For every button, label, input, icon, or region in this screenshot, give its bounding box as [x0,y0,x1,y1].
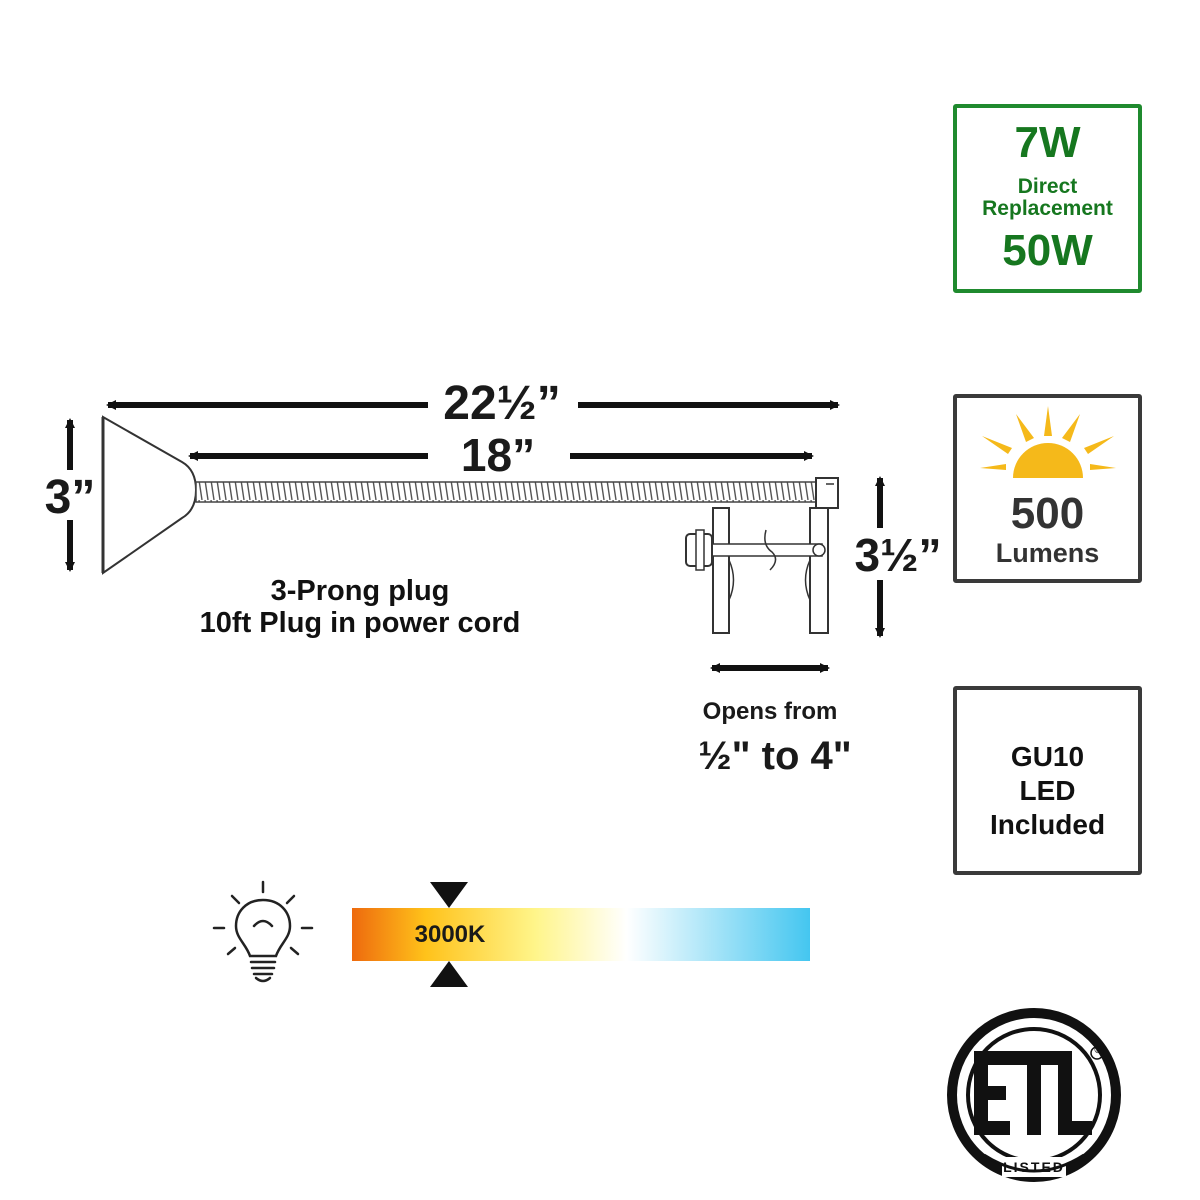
etl-registered-mark: ® [1094,1045,1102,1056]
shade-height-label: 3” [44,471,96,524]
lumens-box: 500 Lumens [953,394,1142,583]
light-bulb-icon [212,880,314,983]
color-temperature-bar [352,908,810,961]
plug-note: 3-Prong plug 10ft Plug in power cord [150,575,570,639]
clamp-head [815,477,839,509]
color-temperature-label: 3000K [414,921,486,948]
gooseneck-length-label: 18” [460,429,536,481]
etl-listed-logo [947,1008,1121,1182]
plug-note-line1: 3-Prong plug [270,575,450,607]
clamp-height-label: 3½” [854,529,942,581]
clamp-jaw-left [712,507,730,634]
wattage-replacement: Replacement [982,197,1113,220]
clamp-jaw-right [809,507,829,634]
plug-note-line2: 10ft Plug in power cord [199,607,521,639]
lumens-value: 500 [1010,489,1085,538]
overall-length-label: 22½” [443,377,561,430]
sun-icon [980,406,1116,478]
bulb-type: GU10 [1010,741,1085,772]
bulb-led: LED [1019,775,1076,806]
bulb-included: Included [989,809,1106,840]
clamp-note-line1: Opens from [702,698,838,725]
lumens-unit: Lumens [995,538,1100,568]
temp-marker-top [430,882,468,908]
wattage-equivalent: 50W [1002,226,1093,275]
wattage-box: 7W Direct Replacement 50W [953,104,1142,293]
clamp-note-line2: ½" to 4" [698,734,852,778]
wattage-direct: Direct [1017,175,1078,198]
etl-listed-text: LISTED [1003,1159,1065,1175]
gooseneck-arm [195,481,819,503]
wattage-actual: 7W [1014,118,1081,167]
bulb-box: GU10 LED Included [953,686,1142,875]
temp-marker-bottom [430,961,468,987]
